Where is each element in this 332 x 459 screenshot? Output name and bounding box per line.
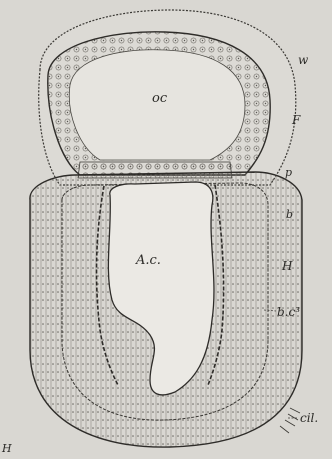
label-b: b (286, 208, 293, 221)
label-H-left: H (1, 442, 12, 455)
label-cil: cil. (300, 411, 318, 425)
label-p: p (285, 166, 292, 179)
label-oc: oc (152, 91, 168, 106)
label-archenteron: A.c. (135, 253, 161, 268)
label-w: w (298, 53, 309, 67)
label-bc3: b.c³ (277, 305, 300, 319)
cilia (280, 408, 300, 433)
label-H-right: H (281, 259, 293, 273)
label-F: F (291, 113, 301, 127)
